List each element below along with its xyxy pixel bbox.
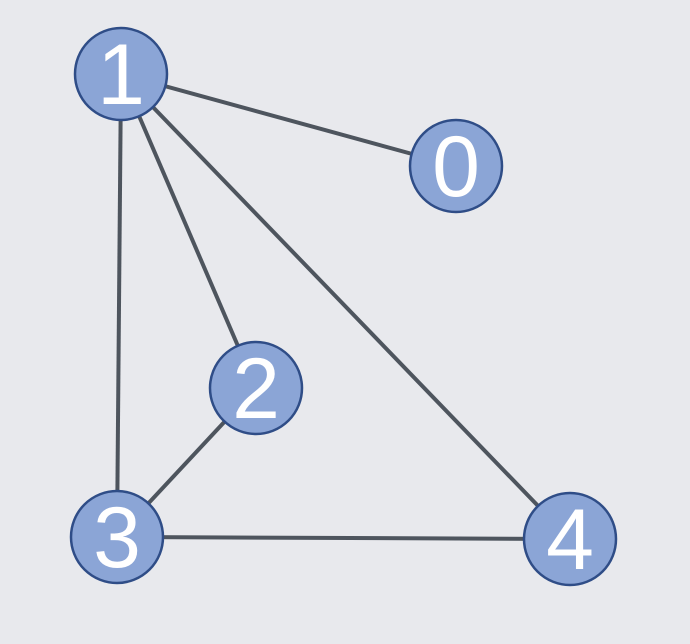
node-circle[interactable]: [408, 118, 504, 214]
edges-layer: [115, 72, 572, 541]
edge-1-4: [119, 72, 572, 541]
edge-3-4: [116, 535, 571, 541]
node-circle[interactable]: [73, 26, 169, 122]
node-circle[interactable]: [69, 489, 165, 585]
edge-1-0: [120, 72, 457, 168]
edge-1-3: [115, 73, 123, 538]
node-circle[interactable]: [522, 491, 618, 587]
node-circle[interactable]: [208, 340, 304, 436]
edge-1-2: [119, 73, 258, 389]
